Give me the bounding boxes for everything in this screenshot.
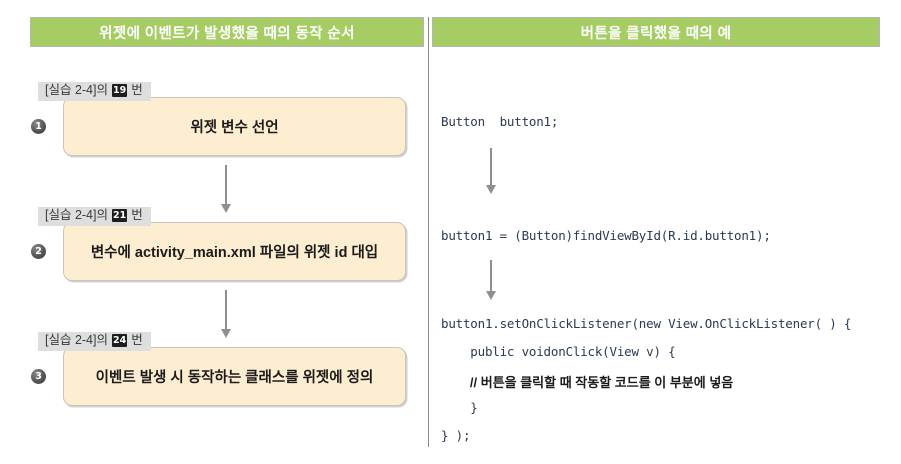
step-2-body: 2 변수에 activity_main.xml 파일의 위젯 id 대입 xyxy=(30,221,406,282)
code-line-comment: // 버튼을 클릭할 때 작동할 코드를 이 부분에 넣음 xyxy=(441,375,734,390)
code-line-setonclicklistener: button1.setOnClickListener(new View.OnCl… xyxy=(441,316,852,331)
step-2-reference-label: [실습 2-4]의 21 번 xyxy=(38,207,151,226)
step-3-label-prefix: [실습 2-4]의 xyxy=(45,333,108,347)
step-3-label-suffix: 번 xyxy=(131,333,143,347)
step-1-marker-icon: 1 xyxy=(31,119,46,134)
flow-arrow-2-to-3 xyxy=(218,290,234,338)
column-divider xyxy=(428,17,429,447)
code-line-onclick: public voidonClick(View v) { xyxy=(441,344,676,359)
step-2-label-prefix: [실습 2-4]의 xyxy=(45,208,108,222)
step-1-label-prefix: [실습 2-4]의 xyxy=(45,83,108,97)
step-2-marker-icon: 2 xyxy=(31,244,46,259)
step-3-body: 3 이벤트 발생 시 동작하는 클래스를 위젯에 정의 xyxy=(30,346,406,407)
step-2-box: 변수에 activity_main.xml 파일의 위젯 id 대입 xyxy=(63,222,406,281)
step-1-number-badge: 19 xyxy=(112,84,128,98)
step-1-reference-label: [실습 2-4]의 19 번 xyxy=(38,82,151,101)
code-line-declaration: Button button1; xyxy=(441,114,559,129)
step-1-box: 위젯 변수 선언 xyxy=(63,97,406,156)
step-3-marker-icon: 3 xyxy=(31,369,46,384)
step-2-label-suffix: 번 xyxy=(131,208,143,222)
flow-arrow-1-to-2 xyxy=(218,165,234,213)
code-arrow-1 xyxy=(483,148,499,194)
code-arrow-2 xyxy=(483,260,499,300)
left-column-header: 위젯에 이벤트가 발생했을 때의 동작 순서 xyxy=(30,17,424,47)
step-3-reference-label: [실습 2-4]의 24 번 xyxy=(38,332,151,351)
step-3-box: 이벤트 발생 시 동작하는 클래스를 위젯에 정의 xyxy=(63,347,406,406)
step-1-label-suffix: 번 xyxy=(131,83,143,97)
code-line-findviewbyid: button1 = (Button)findViewById(R.id.butt… xyxy=(441,228,771,243)
step-2-number-badge: 21 xyxy=(112,209,128,223)
right-column-header: 버튼을 클릭했을 때의 예 xyxy=(432,17,880,47)
code-line-close-method: } xyxy=(441,400,478,415)
step-1-body: 1 위젯 변수 선언 xyxy=(30,96,406,157)
code-line-close-listener: } ); xyxy=(441,428,471,443)
step-3-number-badge: 24 xyxy=(112,334,128,348)
